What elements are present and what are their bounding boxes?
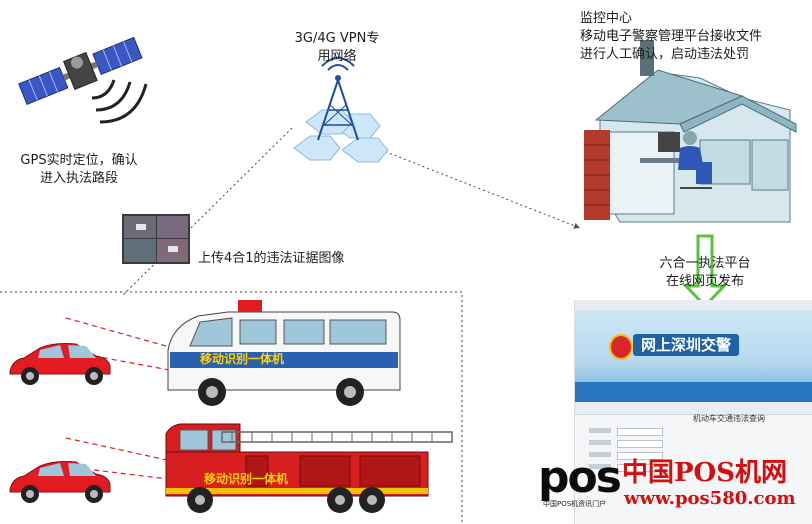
fire-truck-label: 移动识别一体机 — [204, 472, 289, 486]
query-title: 机动车交通违法查询 — [693, 414, 765, 423]
form-row — [589, 464, 759, 472]
van-icon — [167, 300, 401, 406]
platform-label: 六合一执法平台 在线网页发布 — [659, 256, 751, 289]
website-screenshot: 网上深圳交警 机动车交通违法查询 — [574, 300, 812, 524]
watermark-site-name: 中国POS机网 — [622, 458, 787, 488]
satellite-icon — [18, 36, 148, 124]
camera-sight-lines — [65, 317, 181, 481]
link-tower-to-center — [375, 147, 581, 229]
form-row — [589, 452, 759, 460]
camera-thumbnails-icon — [122, 214, 190, 264]
police-badge-icon — [609, 334, 633, 360]
fire-truck-icon — [165, 423, 453, 513]
upload-label: 上传4合1的违法证据图像 — [198, 251, 345, 266]
signal-tower-icon — [293, 57, 389, 163]
form-input[interactable] — [617, 428, 663, 436]
monitor-label: 监控中心 移动电子警察管理平台接收文件 进行人工确认，启动违法处罚 — [580, 11, 763, 62]
house-icon — [584, 40, 797, 223]
website-subnav — [575, 402, 812, 415]
form-input[interactable] — [617, 452, 663, 460]
enforcement-zone-border — [0, 291, 463, 524]
form-row — [589, 428, 759, 436]
watermark-logo: pos — [538, 452, 622, 503]
network-label: 3G/4G VPN专 用网络 — [294, 31, 380, 64]
website-topbar — [575, 300, 812, 310]
website-nav — [575, 382, 812, 402]
down-arrow-icon — [682, 234, 728, 309]
car-icon — [9, 461, 111, 503]
form-input[interactable] — [617, 440, 663, 448]
form-row — [589, 440, 759, 448]
website-banner: 网上深圳交警 — [575, 310, 812, 382]
van-label: 移动识别一体机 — [200, 352, 285, 366]
car-icon — [9, 343, 111, 385]
watermark-tagline: 中国POS机资讯门户 — [543, 500, 607, 508]
watermark-url: www.pos580.com — [624, 488, 796, 509]
website-title: 网上深圳交警 — [633, 334, 740, 356]
gps-label: GPS实时定位，确认 进入执法路段 — [20, 153, 138, 186]
form-input[interactable] — [617, 464, 663, 472]
